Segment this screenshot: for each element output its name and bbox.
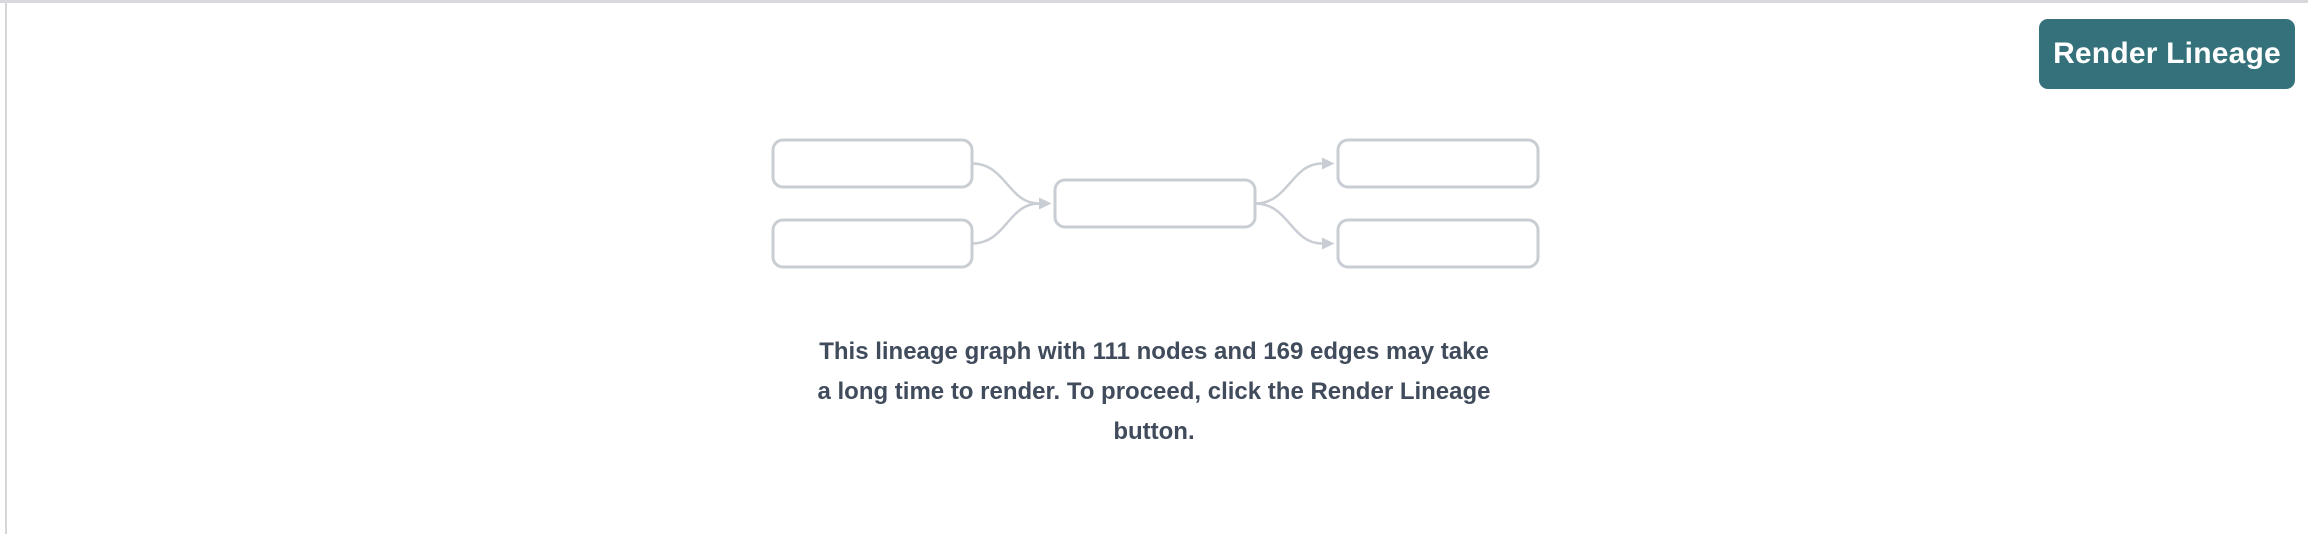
lineage-edges bbox=[971, 162, 1323, 245]
lineage-node-boxes bbox=[771, 138, 1540, 269]
lineage-placeholder-diagram bbox=[771, 138, 1540, 269]
message-line: button. bbox=[1113, 418, 1195, 445]
edge-downstream-bottom bbox=[1254, 202, 1323, 245]
edge-upstream-bottom bbox=[971, 202, 1040, 245]
edge-upstream-top bbox=[971, 162, 1040, 205]
arrowhead-into-bottom-right-icon bbox=[1322, 237, 1335, 250]
node-box-downstream-bottom bbox=[1336, 218, 1540, 269]
message-line: a long time to render. To proceed, click… bbox=[817, 378, 1491, 405]
node-box-center bbox=[1053, 178, 1257, 229]
arrowhead-into-center-icon bbox=[1039, 197, 1052, 210]
node-box-upstream-bottom bbox=[771, 218, 974, 269]
arrowhead-into-top-right-icon bbox=[1322, 157, 1335, 170]
edge-arrowheads bbox=[1039, 157, 1335, 250]
panel-left-border bbox=[5, 3, 7, 534]
panel-top-border bbox=[0, 0, 2308, 3]
node-box-downstream-top bbox=[1336, 138, 1540, 189]
message-line: This lineage graph with 111 nodes and 16… bbox=[819, 338, 1489, 365]
edge-downstream-top bbox=[1254, 162, 1323, 205]
render-lineage-button[interactable]: Render Lineage bbox=[2039, 19, 2295, 89]
node-box-upstream-top bbox=[771, 138, 974, 189]
render-warning-message: This lineage graph with 111 nodes and 16… bbox=[694, 332, 1614, 452]
